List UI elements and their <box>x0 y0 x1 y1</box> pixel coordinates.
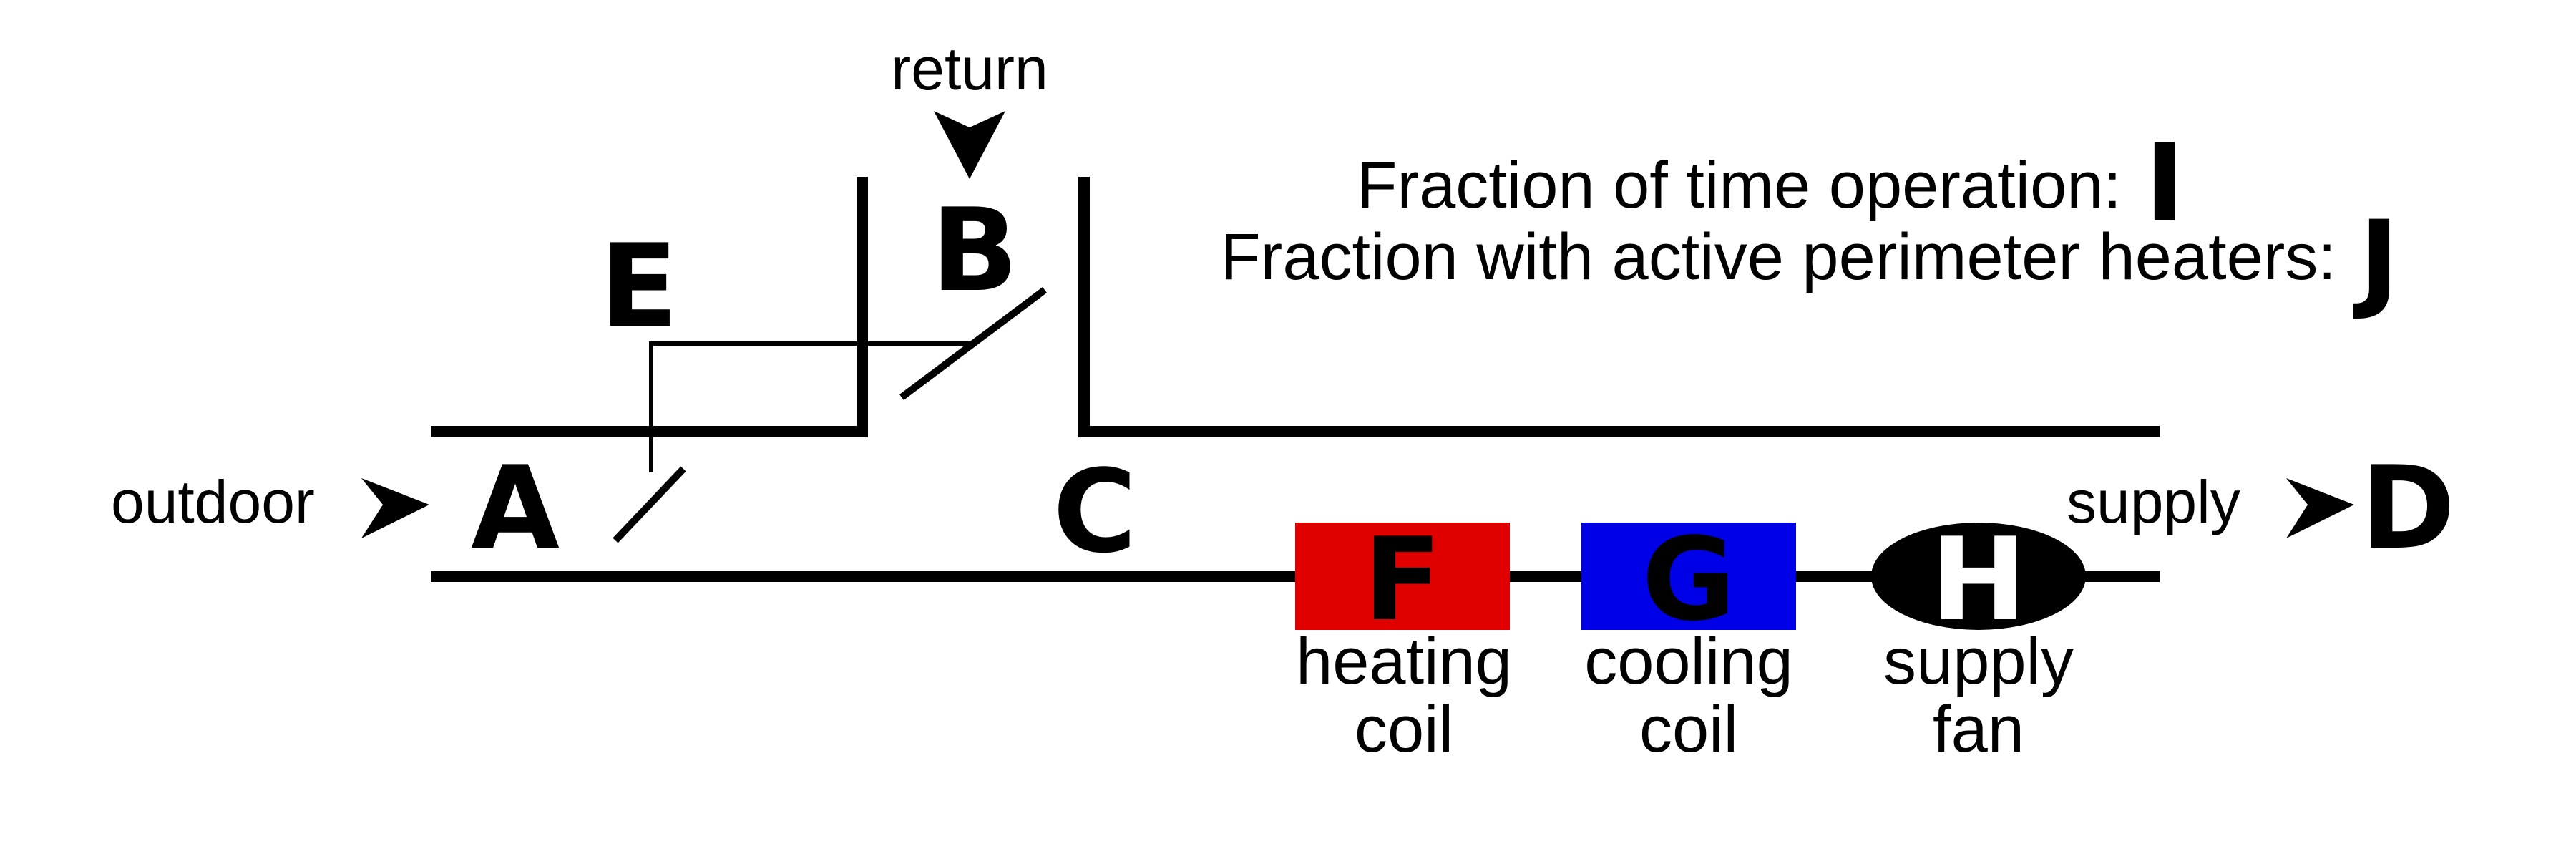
heating-coil <box>1295 523 1510 630</box>
cooling-coil <box>1581 523 1796 630</box>
outdoor-label: outdoor <box>111 468 315 535</box>
supply-fan <box>1871 523 2086 630</box>
cooling-coil-label-line1: cooling <box>1584 625 1793 698</box>
point-f: F <box>1363 513 1441 646</box>
damper-linkage <box>649 341 970 472</box>
point-b: B <box>931 183 1018 317</box>
fraction-heaters-label: Fraction with active perimeter heaters: <box>1220 220 2336 293</box>
return-label: return <box>891 35 1048 102</box>
heating-coil-label-line2: coil <box>1355 693 1453 766</box>
outdoor-arrowhead-icon <box>361 478 429 538</box>
fraction-time-label: Fraction of time operation: <box>1357 149 2122 222</box>
supply-fan-label-line1: supply <box>1883 625 2074 698</box>
supply-fan-label-line2: fan <box>1933 693 2024 766</box>
point-e: E <box>600 219 678 353</box>
damper-assembly <box>613 287 1047 543</box>
point-i: I <box>2145 122 2185 246</box>
point-h: H <box>1931 513 2026 646</box>
return-arrowhead-icon <box>934 111 1005 179</box>
point-g: G <box>1641 513 1735 646</box>
supply-label: supply <box>2067 468 2240 535</box>
point-d: D <box>2361 441 2456 575</box>
heating-coil-label-line1: heating <box>1296 625 1512 698</box>
return-damper <box>899 287 1047 400</box>
point-j: J <box>2353 198 2399 323</box>
point-a: A <box>471 441 560 575</box>
outdoor-damper <box>613 466 686 543</box>
point-c: C <box>1053 445 1136 578</box>
supply-arrowhead-icon <box>2286 478 2354 538</box>
cooling-coil-label-line2: coil <box>1639 693 1738 766</box>
